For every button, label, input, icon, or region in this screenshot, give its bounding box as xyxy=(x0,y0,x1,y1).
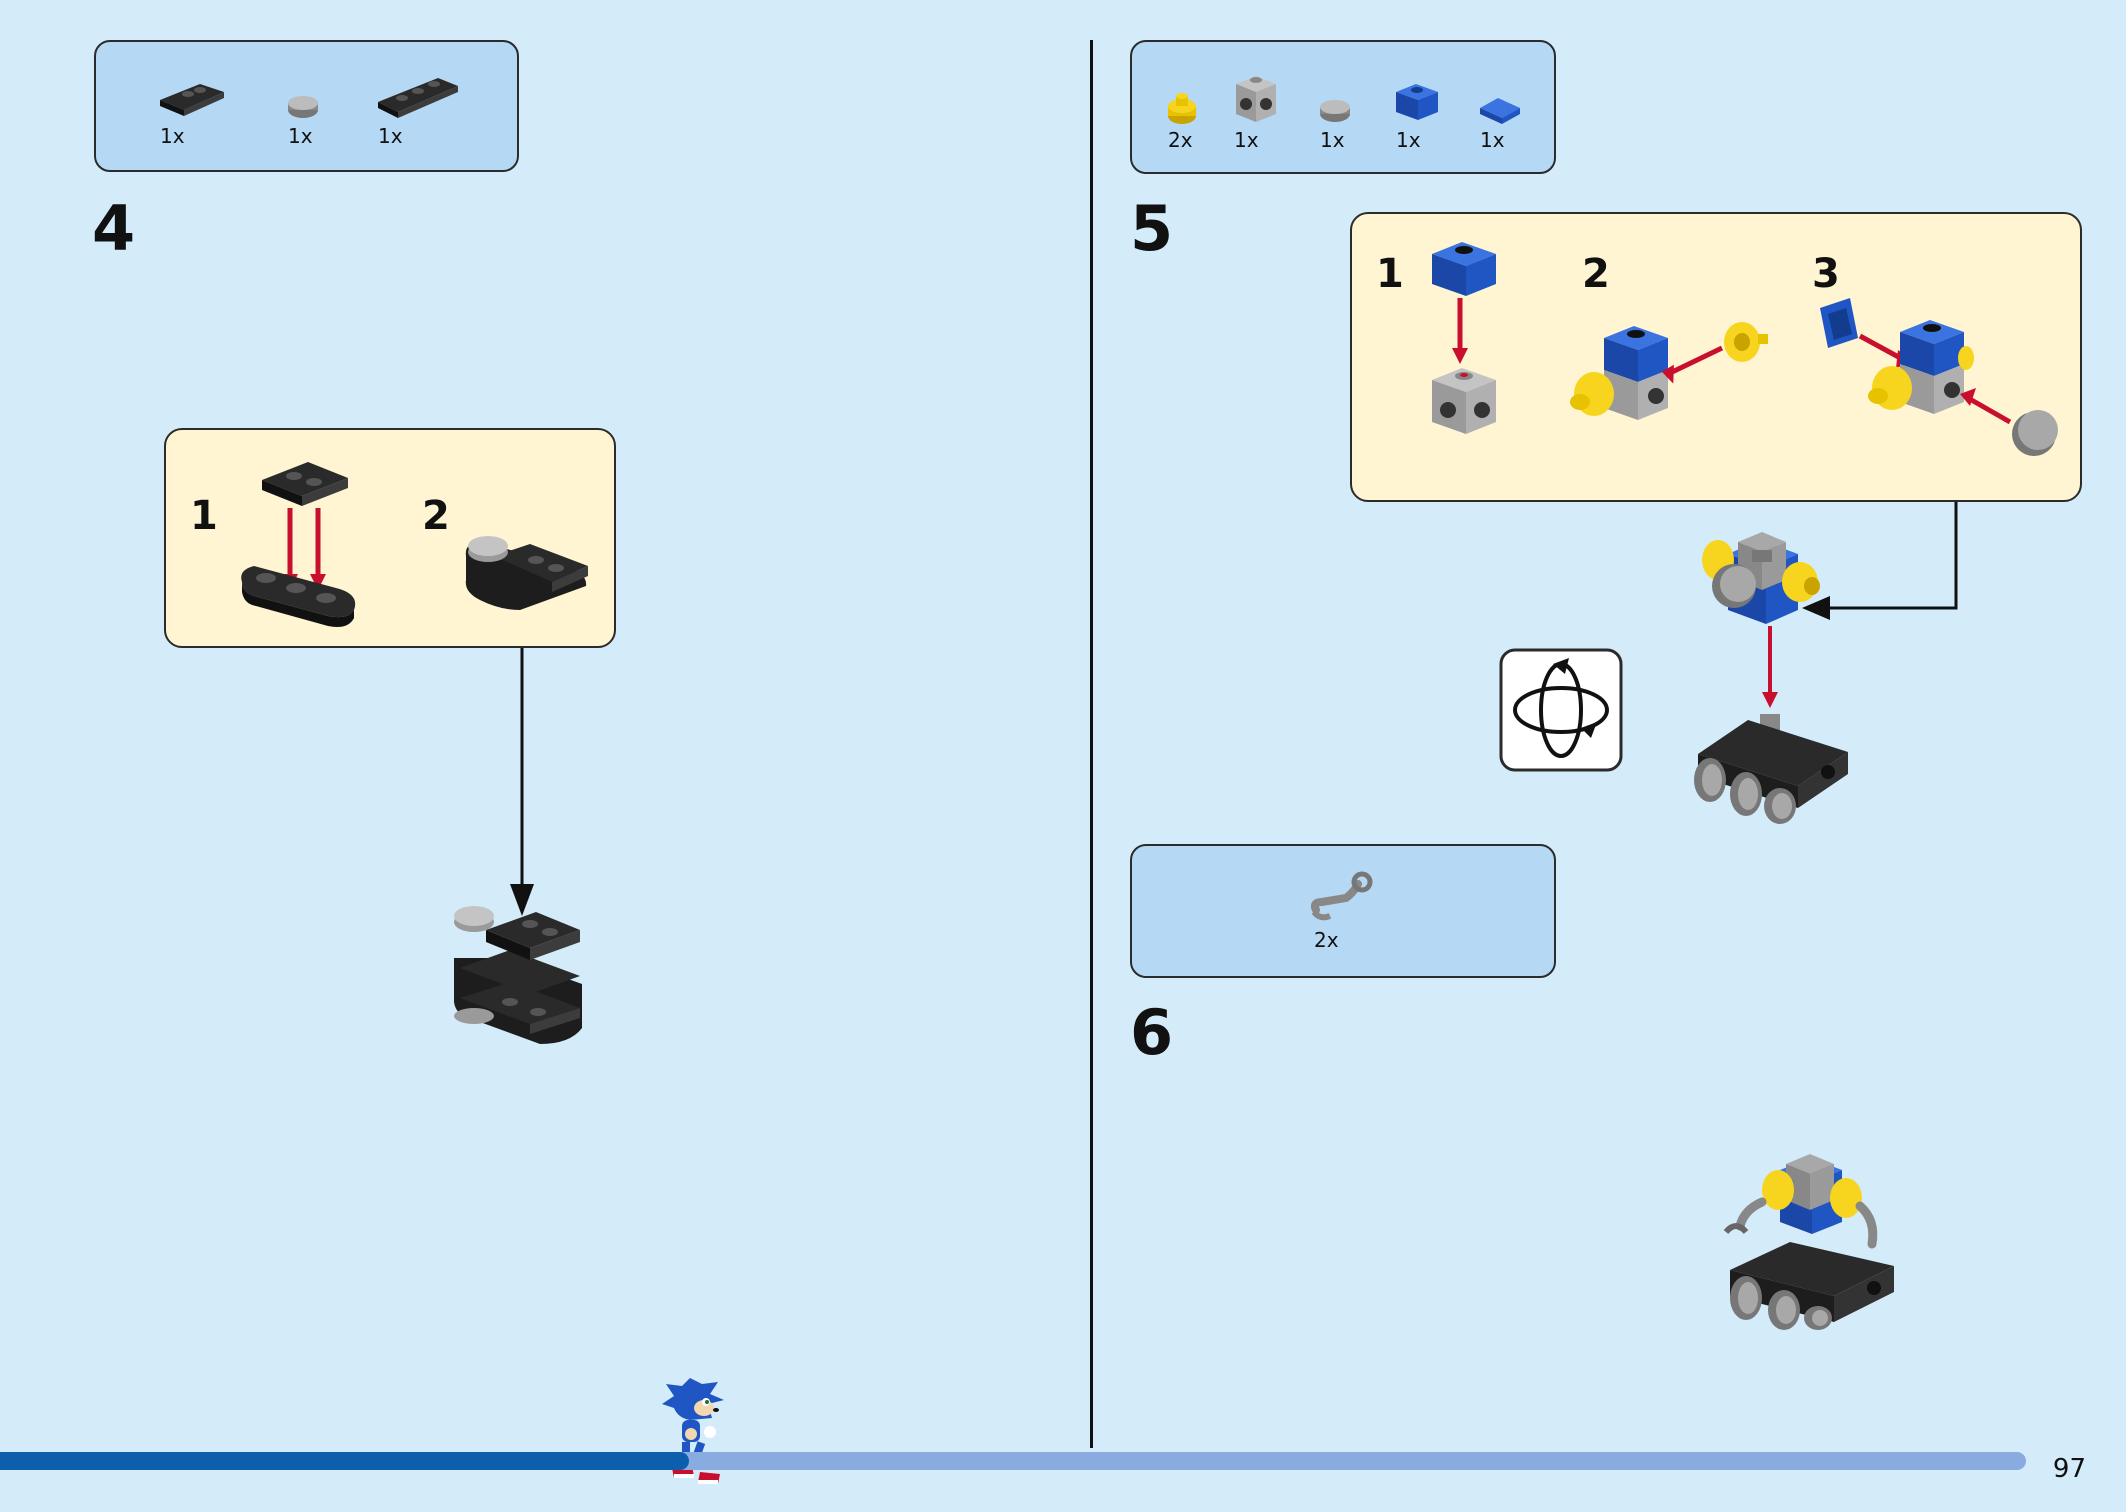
step4-connector-arrow xyxy=(510,648,534,916)
gray-robot-arm-icon xyxy=(1310,871,1373,921)
step5-substep-box: 1 2 3 xyxy=(1350,212,2082,502)
blue-brick-1x1-icon xyxy=(1396,84,1438,120)
progress-fill xyxy=(0,1452,689,1470)
step4-part-qty: 1x xyxy=(160,124,185,148)
gray-round-tile-icon xyxy=(1320,100,1350,122)
step4-parts-box: 1x 1x 1x xyxy=(94,40,519,172)
step4-part-qty: 1x xyxy=(288,124,313,148)
black-plate-1x3-icon xyxy=(378,78,458,118)
step5-substep-number: 2 xyxy=(1582,251,1610,297)
step5-part-qty: 1x xyxy=(1396,128,1421,152)
step6-result-robot-icon xyxy=(1723,1154,1894,1330)
step4-substep-number: 2 xyxy=(422,493,450,539)
step5-part-qty: 2x xyxy=(1168,128,1193,152)
step4-substep-box: 1 2 xyxy=(164,428,616,648)
blue-tile-1x1-icon xyxy=(1480,98,1520,124)
step5-part-qty: 1x xyxy=(1234,128,1259,152)
step5-substep-number: 3 xyxy=(1812,251,1840,297)
step6-parts-box: 2x xyxy=(1130,844,1556,978)
step5-substep-number: 1 xyxy=(1376,251,1404,297)
step5-parts-box: 2x 1x 1x 1x 1x xyxy=(1130,40,1556,174)
gray-brick-with-studs-icon xyxy=(1236,76,1276,122)
step6-part-qty: 2x xyxy=(1314,928,1339,952)
tile-and-round-attach-assembly-icon xyxy=(1820,298,2058,456)
step5-number: 5 xyxy=(1130,192,1174,265)
rotate-model-icon[interactable] xyxy=(1499,648,1623,772)
step4-number: 4 xyxy=(92,192,136,265)
step5-part-qty: 1x xyxy=(1320,128,1345,152)
plate-with-tile-assembly-icon xyxy=(465,536,588,610)
yellow-stud-attach-assembly-icon xyxy=(1570,322,1768,420)
step4-result-assembly-icon xyxy=(454,906,582,1044)
step6-number: 6 xyxy=(1130,996,1174,1069)
black-plate-1x2-icon xyxy=(160,84,224,116)
step5-result-assembly-icon xyxy=(1694,532,1848,824)
step4-part-qty: 1x xyxy=(378,124,403,148)
plate-stack-assembly-icon xyxy=(241,462,356,627)
page-number: 97 xyxy=(2052,1454,2086,1484)
step5-connector-arrow xyxy=(1802,502,1958,620)
yellow-round-stud-icon xyxy=(1168,93,1196,124)
sonic-mascot-icon xyxy=(662,1378,724,1484)
step4-substep-number: 1 xyxy=(190,493,218,539)
blue-on-gray-assembly-icon xyxy=(1432,242,1496,434)
page-divider xyxy=(1090,40,1093,1448)
step5-part-qty: 1x xyxy=(1480,128,1505,152)
gray-round-tile-icon xyxy=(288,96,318,118)
